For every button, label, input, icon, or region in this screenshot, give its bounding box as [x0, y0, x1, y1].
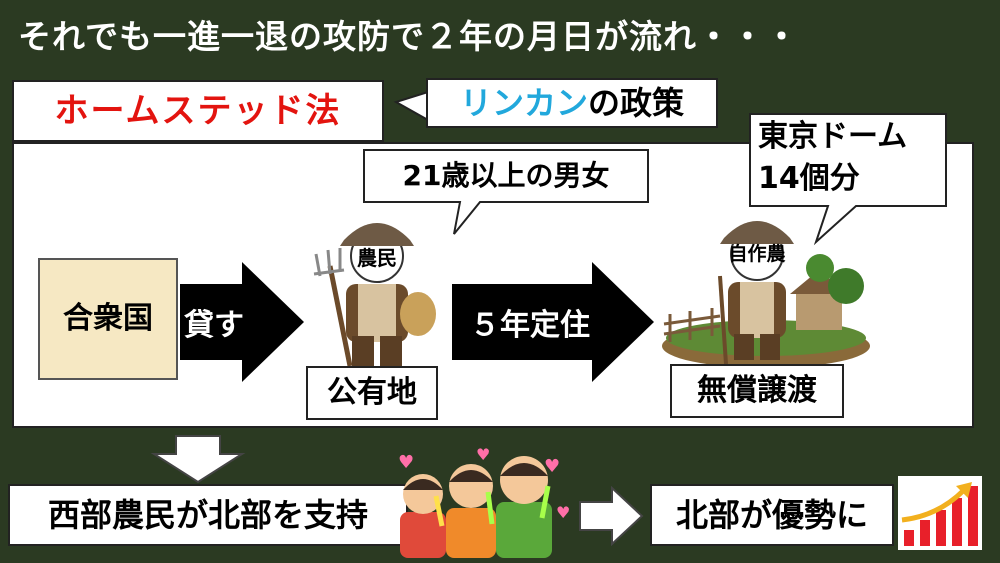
svg-text:♥: ♥: [398, 452, 414, 473]
owner-face-label: 自作農: [728, 243, 786, 265]
arrow-settle: ５年定住: [452, 262, 654, 382]
growth-chart-icon: [898, 476, 982, 550]
svg-text:♥: ♥: [476, 445, 490, 464]
supporters-illustration: ♥ ♥ ♥ ♥: [398, 445, 570, 558]
policy-tag-highlight: リンカン: [459, 84, 588, 122]
homestead-illustration: [662, 221, 870, 368]
right-arrow: [579, 486, 644, 546]
arrow-settle-label: ５年定住: [470, 308, 590, 343]
down-arrow: [150, 435, 246, 484]
farmer-face-label: 農民: [357, 246, 397, 270]
farmer-callout-bubble: [363, 149, 649, 235]
policy-tag: リンカンの政策: [426, 78, 718, 128]
svg-text:♥: ♥: [544, 456, 560, 477]
dome-callout-line1: 東京ドーム: [758, 119, 908, 154]
svg-text:♥: ♥: [556, 503, 570, 522]
farmer-illustration: [313, 223, 436, 367]
dome-callout: 東京ドーム 14個分: [758, 116, 948, 202]
arrow-lend: 貸す: [180, 262, 304, 382]
panel-title-box: ホームステッド法: [12, 80, 384, 142]
dome-callout-line2: 14個分: [758, 161, 860, 196]
free-transfer-label: 無償譲渡: [670, 364, 844, 418]
bottom-right-box: 北部が優勢に: [650, 484, 894, 546]
union-box: 合衆国: [38, 258, 178, 380]
farmer-callout: 21歳以上の男女: [402, 159, 610, 192]
bottom-left-box: 西部農民が北部を支持: [8, 484, 408, 546]
headline: それでも一進一退の攻防で２年の月日が流れ・・・: [18, 17, 800, 56]
panel-title: ホームステッド法: [54, 91, 342, 131]
public-land-label: 公有地: [306, 366, 438, 420]
dome-callout-bubble: [749, 113, 947, 246]
arrow-lend-label: 貸す: [184, 308, 244, 343]
policy-tag-rest: の政策: [588, 84, 685, 122]
